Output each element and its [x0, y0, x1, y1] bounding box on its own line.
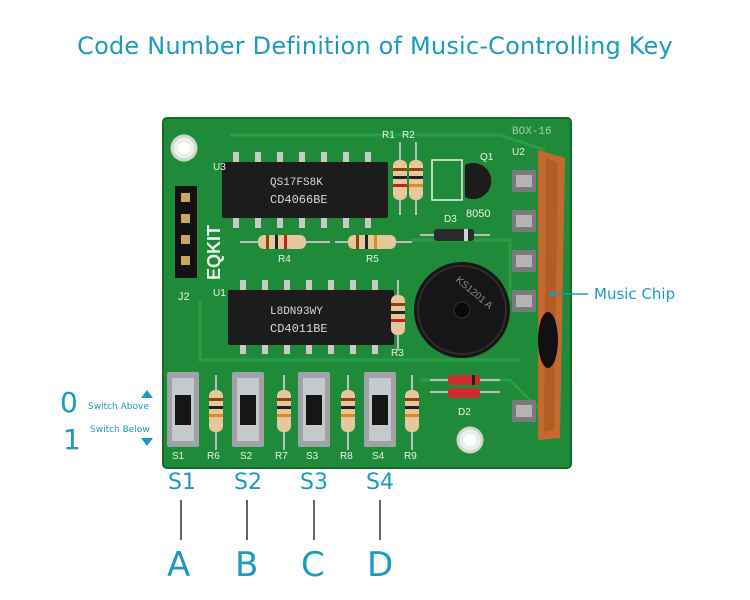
ic-chip-cd4066: QS17FS8K CD4066BE: [222, 152, 388, 228]
arrow-up-icon: [141, 390, 153, 398]
silk-d3: D3: [444, 214, 457, 225]
silk-r2: R2: [402, 130, 415, 141]
legend-switch-above: Switch Above: [88, 402, 149, 412]
legend-digit-1: 1: [63, 423, 81, 456]
resistor-r9: [405, 375, 419, 450]
key-label-c: C: [301, 545, 325, 585]
silk-d2: D2: [458, 407, 471, 418]
music-chip-label: Music Chip: [594, 285, 676, 303]
ic-chip-cd4011: L8DN93WY CD4011BE: [228, 280, 394, 354]
arrow-down-icon: [141, 438, 153, 446]
slide-switch-s4[interactable]: [364, 372, 396, 447]
silk-u2: U2: [512, 147, 525, 158]
key-label-d: D: [367, 545, 394, 585]
silk-r8: R8: [340, 451, 353, 462]
slide-switch-s3[interactable]: [298, 372, 330, 447]
mounting-hole: [456, 426, 484, 454]
silk-j2: J2: [178, 291, 190, 303]
legend-digit-0: 0: [60, 386, 78, 419]
slide-switch-s1[interactable]: [167, 372, 199, 447]
key-label-a: A: [167, 545, 191, 585]
pin-header-j2: [175, 186, 197, 278]
svg-text:L8DN93WY: L8DN93WY: [270, 306, 323, 318]
diode-d3: [420, 229, 490, 241]
silk-r5: R5: [366, 254, 379, 265]
silk-s4: S4: [372, 451, 385, 462]
key-label-b: B: [235, 545, 259, 585]
resistor-r7: [277, 375, 291, 450]
resistor-r5: [335, 235, 412, 249]
silk-r6: R6: [207, 451, 220, 462]
silk-r9: R9: [404, 451, 417, 462]
silk-s3: S3: [306, 451, 319, 462]
silk-s2: S2: [240, 451, 253, 462]
switch-label-s2: S2: [234, 470, 262, 495]
silk-s1: S1: [172, 451, 185, 462]
resistor-r4: [240, 235, 330, 249]
svg-text:CD4011BE: CD4011BE: [270, 322, 328, 336]
mounting-hole: [170, 134, 198, 162]
slide-switch-s2[interactable]: [232, 372, 264, 447]
resistor-r1: [393, 142, 407, 215]
silk-u1: U1: [213, 288, 226, 299]
resistor-r2: [409, 142, 423, 215]
board-brand: EQKIT: [204, 225, 224, 280]
diode-d2: [430, 375, 500, 398]
resistor-r3: [391, 280, 405, 350]
silk-r1: R1: [382, 130, 395, 141]
buzzer: KS1201 A: [414, 262, 510, 358]
svg-text:CD4066BE: CD4066BE: [270, 193, 328, 207]
resistor-r6: [209, 375, 223, 450]
resistor-r8: [341, 375, 355, 450]
svg-text:QS17FS8K: QS17FS8K: [270, 177, 323, 189]
silk-r7: R7: [275, 451, 288, 462]
page-title: Code Number Definition of Music-Controll…: [77, 32, 673, 60]
silk-transistor: 8050: [466, 208, 490, 220]
board-model: BOX-16: [512, 126, 552, 138]
silk-u3: U3: [213, 162, 226, 173]
switch-label-s4: S4: [366, 470, 394, 495]
silk-r4: R4: [278, 254, 291, 265]
switch-label-s3: S3: [300, 470, 328, 495]
switch-label-s1: S1: [168, 470, 196, 495]
silk-r3: R3: [391, 348, 404, 359]
legend-switch-below: Switch Below: [90, 425, 150, 435]
transistor-q1: [431, 159, 492, 201]
silk-q1: Q1: [480, 152, 494, 163]
